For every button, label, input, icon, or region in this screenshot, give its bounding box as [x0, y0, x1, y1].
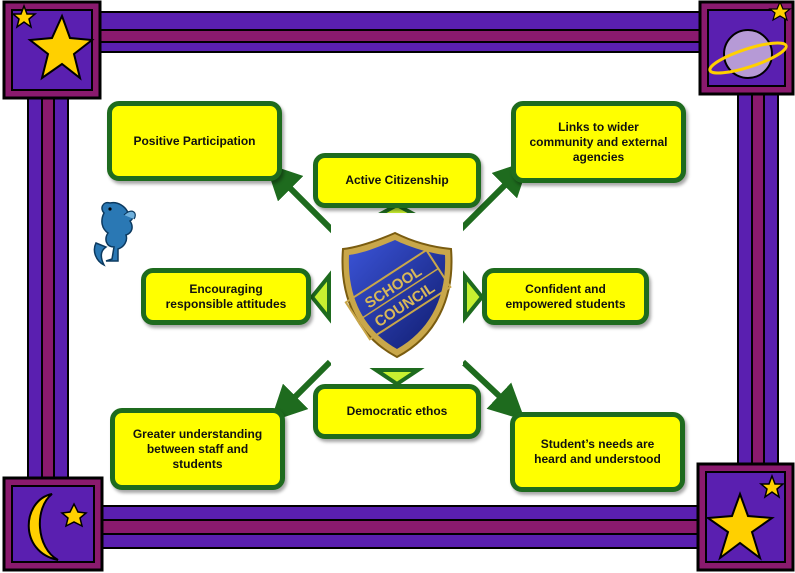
- box-label: Student’s needs are heard and understood: [534, 437, 661, 466]
- box-democratic-ethos: Democratic ethos: [313, 384, 481, 439]
- dragon-icon: [93, 201, 136, 267]
- box-label: Positive Participation: [133, 133, 256, 148]
- box-confident-empowered: Confident and empowered students: [482, 268, 649, 325]
- box-students-needs: Student’s needs are heard and understood: [510, 412, 685, 492]
- box-label: Encouraging responsible attitudes: [165, 281, 287, 311]
- planet-icon: [698, 0, 795, 96]
- box-links-wider-community: Links to wider community and external ag…: [511, 101, 686, 183]
- box-greater-understanding: Greater understanding between staff and …: [110, 408, 285, 490]
- box-label: Democratic ethos: [346, 404, 448, 418]
- box-positive-participation: Positive Participation: [107, 101, 282, 181]
- box-label: Greater understanding between staff and …: [132, 426, 263, 471]
- box-label: Active Citizenship: [345, 173, 449, 187]
- box-encouraging-responsible-attitudes: Encouraging responsible attitudes: [141, 268, 311, 325]
- moon-icon: [2, 476, 104, 572]
- school-council-badge-icon: SCHOOL COUNCIL: [331, 213, 463, 365]
- box-active-citizenship: Active Citizenship: [313, 153, 481, 208]
- star-icon: [2, 0, 102, 100]
- box-label: Links to wider community and external ag…: [529, 119, 668, 164]
- star-icon: [696, 462, 795, 572]
- box-label: Confident and empowered students: [505, 281, 626, 311]
